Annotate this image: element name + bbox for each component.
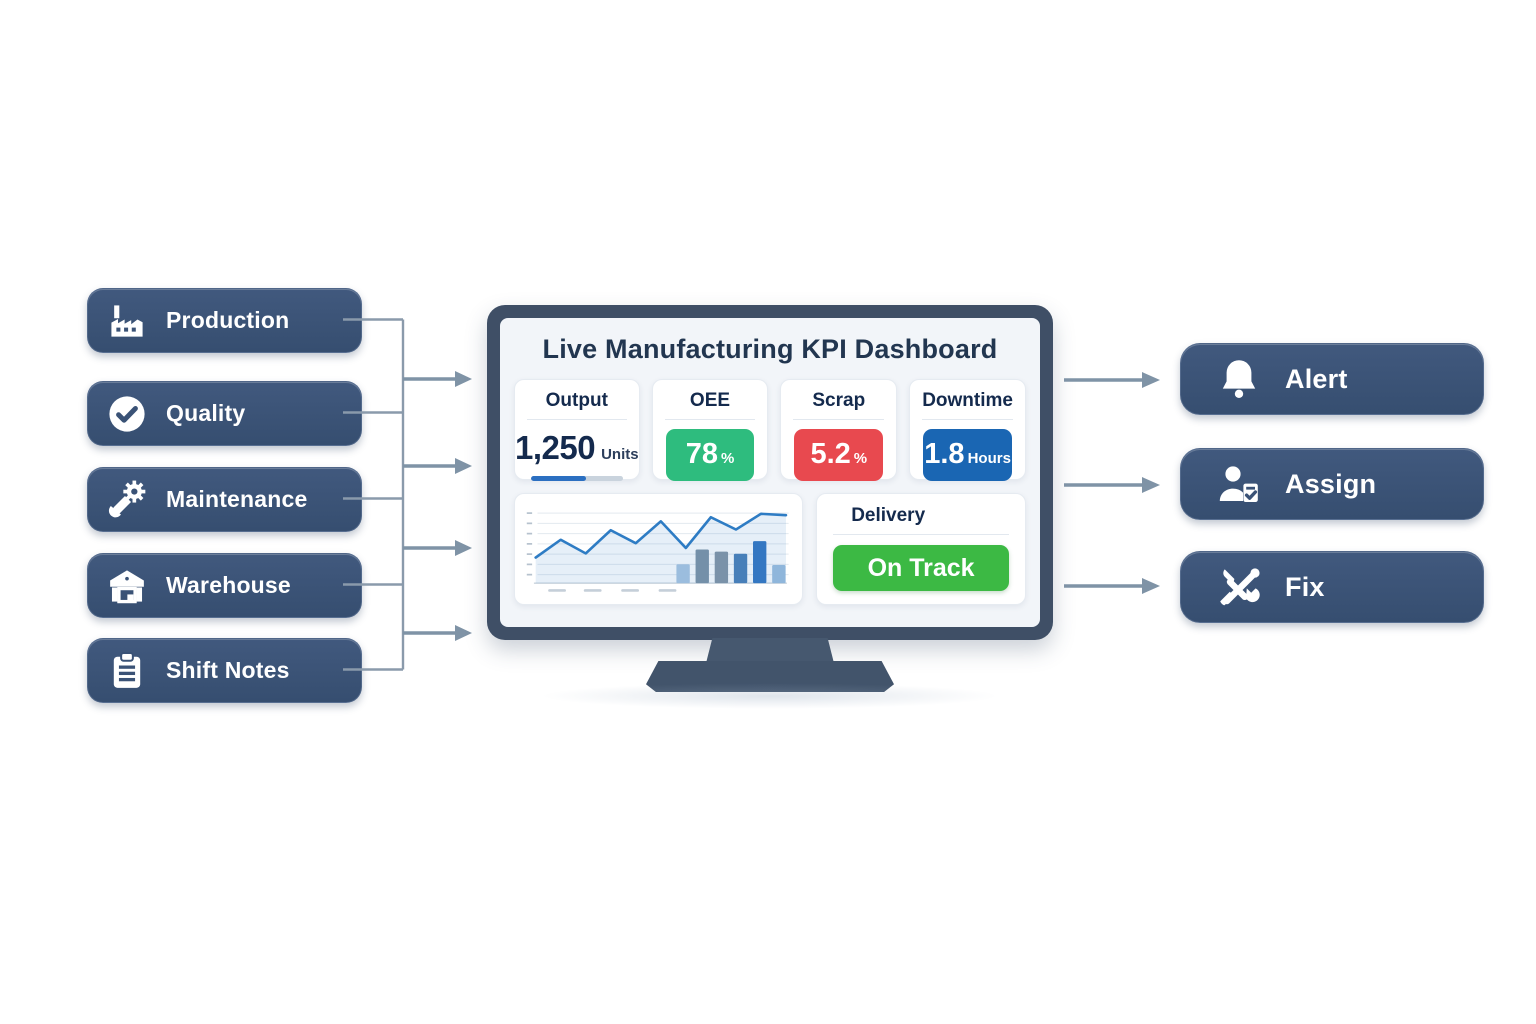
divider: [527, 419, 627, 420]
kpi-scrap-unit: %: [853, 450, 868, 467]
divider: [664, 419, 756, 420]
action-fix-label: Fix: [1285, 571, 1325, 602]
action-fix[interactable]: Fix: [1180, 551, 1484, 623]
module-maintenance-label: Maintenance: [166, 486, 308, 512]
action-alert-label: Alert: [1285, 363, 1348, 394]
action-assign[interactable]: Assign: [1180, 448, 1484, 520]
check-circle-icon: [105, 392, 149, 436]
factory-icon: [105, 299, 149, 343]
kpi-card-scrap: Scrap 5.2 %: [780, 379, 898, 481]
left-connector-lines: [343, 318, 472, 671]
kpi-scrap-label: Scrap: [812, 390, 866, 411]
action-alert[interactable]: Alert: [1180, 343, 1484, 415]
module-production[interactable]: Production: [87, 288, 362, 353]
kpi-downtime-value: 1.8: [924, 438, 965, 470]
kpi-scrap-value: 5.2: [810, 438, 851, 470]
kpi-output-label: Output: [545, 390, 608, 411]
monitor-shadow: [540, 683, 1000, 709]
module-quality[interactable]: Quality: [87, 381, 362, 446]
divider: [922, 419, 1013, 420]
trend-chart: [526, 512, 789, 592]
delivery-label: Delivery: [851, 505, 926, 526]
module-warehouse[interactable]: Warehouse: [87, 553, 362, 618]
downtime-badge: 1.8 Hours: [923, 429, 1012, 481]
warehouse-icon: [105, 564, 149, 608]
kpi-card-downtime: Downtime 1.8 Hours: [909, 379, 1026, 481]
module-shift-notes-label: Shift Notes: [166, 657, 290, 683]
oee-badge: 78 %: [665, 429, 755, 481]
monitor: Live Manufacturing KPI Dashboard Output …: [487, 305, 1053, 640]
wrench-gear-icon: [105, 478, 149, 522]
kpi-oee-label: OEE: [689, 390, 731, 411]
kpi-downtime-unit: Hours: [967, 450, 1011, 467]
kpi-output-unit: Units: [601, 446, 639, 463]
module-warehouse-label: Warehouse: [166, 572, 291, 598]
module-production-label: Production: [166, 307, 290, 333]
right-connector-arrows: [1064, 372, 1160, 594]
output-progress-fill: [531, 476, 586, 481]
crossed-tools-icon: [1215, 563, 1263, 611]
action-assign-label: Assign: [1285, 468, 1377, 499]
kpi-downtime-label: Downtime: [922, 390, 1013, 411]
dashboard-screen: Live Manufacturing KPI Dashboard Output …: [500, 318, 1040, 627]
module-shift-notes[interactable]: Shift Notes: [87, 638, 362, 703]
divider: [793, 419, 885, 420]
monitor-stand-base: [646, 661, 894, 692]
delivery-card: Delivery On Track: [816, 493, 1026, 605]
dashboard-title: Live Manufacturing KPI Dashboard: [542, 334, 998, 364]
clipboard-icon: [105, 649, 149, 693]
kpi-row: Output 1,250 Units OEE 78 %: [514, 379, 1026, 481]
bottom-row: Delivery On Track: [514, 493, 1026, 605]
person-task-icon: [1215, 460, 1263, 508]
kpi-output-value: 1,250: [515, 429, 596, 466]
output-progress-track: [531, 476, 623, 481]
module-maintenance[interactable]: Maintenance: [87, 467, 362, 532]
kpi-card-oee: OEE 78 %: [651, 379, 769, 481]
trend-chart-card: [514, 493, 804, 605]
kpi-oee-value: 78: [685, 438, 718, 470]
kpi-card-output: Output 1,250 Units: [514, 379, 640, 481]
delivery-status-button[interactable]: On Track: [833, 545, 1009, 591]
kpi-oee-unit: %: [720, 450, 735, 467]
module-quality-label: Quality: [166, 400, 246, 426]
bell-icon: [1215, 355, 1263, 403]
scrap-badge: 5.2 %: [794, 429, 884, 481]
divider: [833, 534, 1009, 535]
